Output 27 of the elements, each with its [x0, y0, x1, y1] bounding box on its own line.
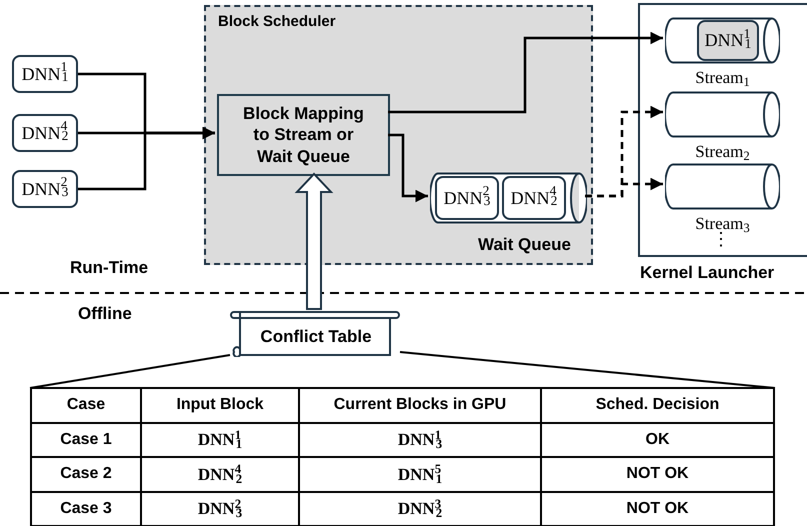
ellipsis-mark: ⋮ — [712, 230, 730, 248]
arrow — [388, 134, 428, 202]
table-cell: Case 2 — [31, 457, 141, 492]
arrow — [78, 126, 215, 190]
table-cell: NOT OK — [541, 492, 774, 526]
scroll-box — [228, 309, 400, 357]
table-cell: Case 1 — [31, 422, 141, 457]
table-cell: OK — [541, 422, 774, 457]
section-label: Run-Time — [70, 257, 148, 279]
scroll-title: Conflict Table — [259, 326, 372, 348]
header-cell: Sched. Decision — [541, 388, 774, 422]
panel-title: Kernel Launcher — [640, 262, 774, 284]
block-arrow — [294, 172, 334, 310]
table-cell: Case 3 — [31, 492, 141, 526]
header-cell: Current Blocks in GPU — [299, 388, 541, 422]
queue-title: Wait Queue — [477, 234, 572, 256]
header-cell: Input Block — [141, 388, 299, 422]
scheduler-region — [204, 5, 593, 265]
section-label: Offline — [78, 303, 132, 325]
arrow — [585, 178, 663, 198]
process-box: Block Mapping to Stream or Wait Queue — [217, 94, 390, 176]
table-cell: NOT OK — [541, 457, 774, 492]
arrow — [388, 32, 663, 114]
region-title: Block Scheduler — [218, 12, 336, 32]
queue-title: Stream$_{2}$ — [694, 141, 751, 164]
header-cell: Case — [31, 388, 141, 422]
queue-title: Stream$_{1}$ — [694, 67, 751, 90]
